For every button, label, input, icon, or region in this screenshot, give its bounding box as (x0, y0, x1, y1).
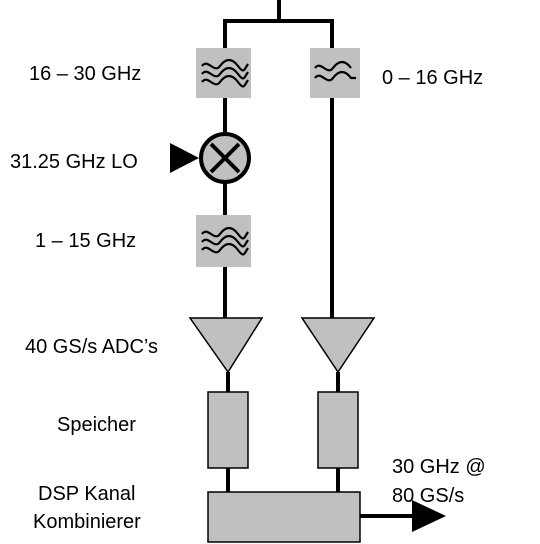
right-chain-wires (330, 98, 340, 492)
bandpass-filter-left-bottom (196, 215, 251, 267)
label-filter-16-30: 16 – 30 GHz (29, 63, 142, 85)
adc-right (300, 317, 376, 374)
adc-left (188, 317, 264, 374)
lowpass-filter-right-top (310, 48, 360, 98)
memory-left (207, 391, 249, 469)
label-output-line2: 80 GS/s (392, 485, 465, 507)
memory-right (317, 391, 359, 469)
label-filter-0-16: 0 – 16 GHz (382, 67, 484, 89)
bandpass-filter-left-top (196, 48, 251, 98)
output-arrow (360, 500, 446, 532)
dsp-combiner-block (207, 491, 361, 543)
label-output-line1: 30 GHz @ (392, 456, 486, 478)
input-splitter (223, 0, 334, 48)
label-dsp-line1: DSP Kanal (38, 483, 136, 505)
lo-arrow (170, 143, 199, 173)
left-chain-wires (223, 98, 230, 492)
label-memory: Speicher (57, 414, 136, 436)
label-filter-1-15: 1 – 15 GHz (35, 230, 137, 252)
mixer (199, 132, 251, 184)
label-adc: 40 GS/s ADC’s (25, 336, 159, 358)
label-lo: 31.25 GHz LO (10, 151, 138, 173)
label-dsp-line2: Kombinierer (33, 511, 141, 533)
